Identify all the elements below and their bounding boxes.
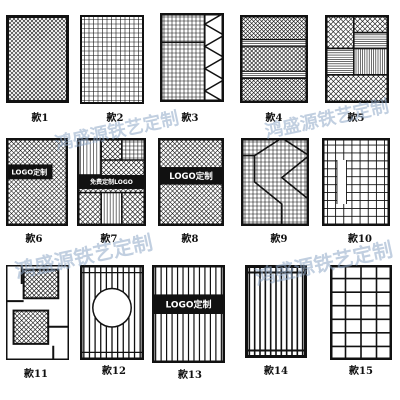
caption-7: 款7 [100,234,118,245]
gate-panel-diagonal-mesh[interactable] [6,15,69,103]
gate-panel-grid-zigzag[interactable] [241,138,309,226]
gate-panel-mixed-quadrants[interactable] [325,15,389,103]
caption-11: 款11 [24,369,48,380]
caption-9: 款9 [270,234,288,245]
gate-panel-bars-logo[interactable]: LOGO定制 [152,265,225,363]
gate-panel-large-grid[interactable] [330,265,392,360]
caption-4: 款4 [265,113,283,124]
caption-8: 款8 [181,234,199,245]
gate-panel-vertical-bars[interactable] [245,265,307,358]
caption-6: 款6 [25,234,43,245]
gate-panel-staggered-squares[interactable] [6,265,69,360]
gate-panel-mesh-logo-band[interactable]: LOGO定制 [158,138,224,226]
gate-panel-square-grid[interactable] [80,15,144,104]
gate-panel-offset-lines[interactable] [322,138,390,226]
caption-3: 款3 [181,113,199,124]
caption-15: 款15 [349,366,373,377]
svg-text:免费定制LOGO: 免费定制LOGO [90,178,133,186]
svg-text:LOGO定制: LOGO定制 [169,171,213,182]
caption-14: 款14 [264,366,288,377]
caption-2: 款2 [106,113,124,124]
gate-panel-grid-triangles[interactable] [160,13,224,102]
caption-1: 款1 [31,113,49,124]
caption-5: 款5 [347,113,365,124]
caption-12: 款12 [102,366,126,377]
gate-panel-bars-circle[interactable] [80,265,144,360]
caption-10: 款10 [348,234,372,245]
gate-panel-mesh-logo[interactable]: LOGO定制 [6,138,68,226]
svg-text:LOGO定制: LOGO定制 [11,167,47,176]
gate-panel-horizontal-bands[interactable] [240,15,308,103]
caption-13: 款13 [178,370,202,381]
gate-panel-mixed-logo[interactable]: 免费定制LOGO [77,138,146,226]
svg-text:LOGO定制: LOGO定制 [165,298,211,310]
